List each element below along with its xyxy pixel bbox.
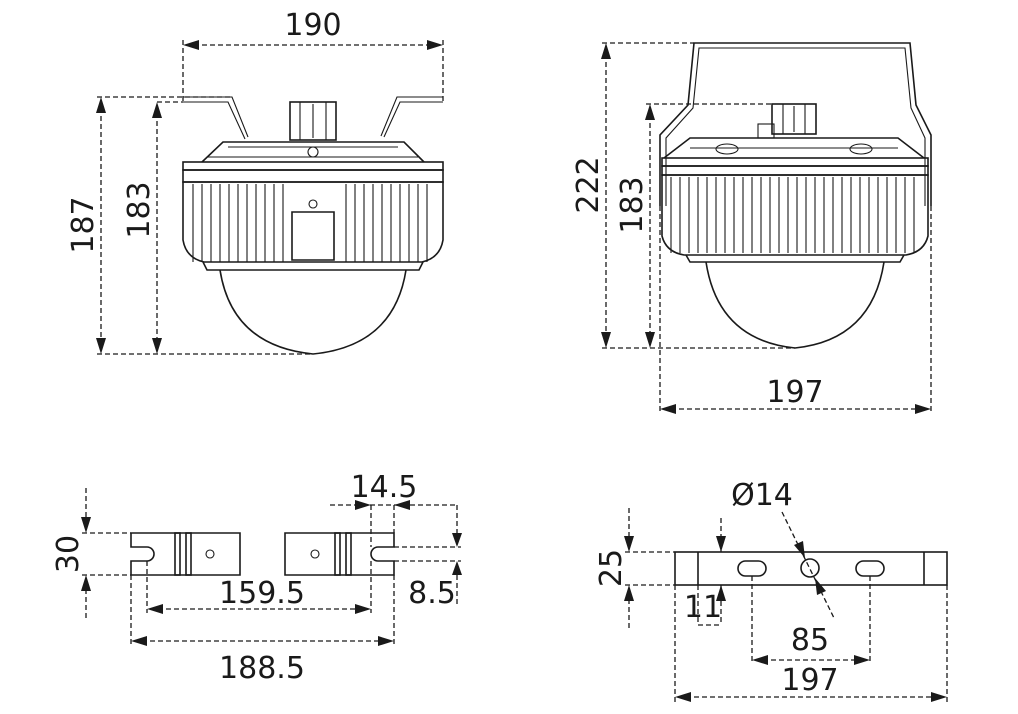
front-width-dimension: 190: [182, 8, 444, 102]
bracket-side-height-dimension: 25: [594, 508, 675, 630]
bracket-plan-left-part: [130, 532, 241, 576]
bracket-plan-length-dimension: 188.5: [130, 575, 395, 686]
bracket-right-slot: [855, 560, 885, 577]
bracket-hole-spacing-dimension: 85: [751, 576, 871, 665]
front-overall-height-label: 187: [66, 196, 101, 253]
front-heatsink-fins: [192, 184, 428, 262]
bracket-left-slot: [737, 560, 767, 577]
side-width-label: 197: [766, 375, 823, 410]
bracket-side-length-dimension: 197: [674, 585, 948, 703]
front-view-luminaire: [182, 96, 444, 355]
front-body-height-dimension: 183: [122, 101, 183, 354]
bracket-end-offset-dimension: 11: [684, 518, 726, 626]
side-overall-height-dimension: 222: [571, 42, 795, 349]
bracket-side-view: 25 Ø14 11 85: [594, 478, 948, 703]
side-overall-height-label: 222: [571, 156, 606, 213]
bracket-slot-span-dimension: 159.5: [146, 561, 372, 614]
front-overall-height-dimension: 187: [66, 96, 313, 355]
bracket-plan-right-part: [284, 532, 395, 576]
bracket-plan-height-dimension: 30: [51, 488, 131, 620]
side-body-height-dimension: 183: [615, 103, 772, 348]
side-body-height-label: 183: [615, 176, 650, 233]
bracket-slot-offset-dimension: 14.5: [330, 470, 455, 547]
bracket-plan-view: 30 14.5 8.5 159.5: [51, 470, 462, 686]
bracket-side-height-label: 25: [594, 549, 629, 587]
bracket-slot-width-dimension: 8.5: [394, 505, 462, 611]
side-heatsink-fins: [670, 177, 915, 253]
bracket-slot-offset-label: 14.5: [351, 470, 418, 505]
bracket-center-hole: [800, 558, 820, 578]
bracket-hole-spacing-label: 85: [791, 623, 829, 658]
front-view: 190 187 183: [66, 8, 444, 355]
front-body-height-label: 183: [122, 181, 157, 238]
bracket-hole-diameter-dimension: Ø14: [731, 478, 835, 619]
side-view-luminaire: [659, 42, 932, 349]
bracket-slot-width-label: 8.5: [408, 576, 456, 611]
bracket-side-length-label: 197: [781, 663, 838, 698]
side-width-dimension: 197: [659, 206, 932, 414]
front-width-label: 190: [284, 8, 341, 43]
bracket-side-part: [674, 551, 948, 586]
bracket-slot-span-label: 159.5: [219, 576, 305, 611]
bracket-end-offset-label: 11: [684, 590, 722, 625]
bracket-hole-diameter-label: Ø14: [731, 478, 793, 513]
bracket-plan-length-label: 188.5: [219, 651, 305, 686]
bracket-plan-height-label: 30: [51, 535, 86, 573]
side-view: 222 183 197: [571, 42, 932, 414]
